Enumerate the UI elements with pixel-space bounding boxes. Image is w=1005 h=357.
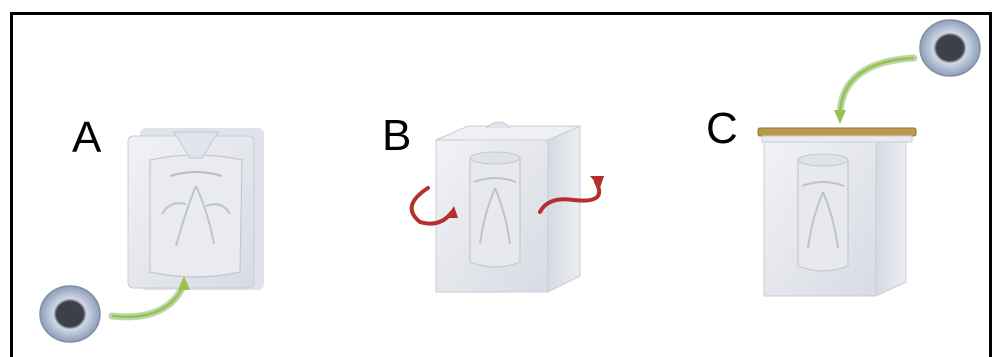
mold-a-cavity [150, 155, 242, 277]
lid-bar [758, 128, 916, 136]
panel-a-illustration [40, 128, 264, 342]
feed-arrowhead-c [834, 110, 846, 124]
mold-c-top-edge [762, 136, 912, 142]
mold-b-cylinder [470, 158, 520, 267]
mold-c-cylinder-top [798, 154, 848, 166]
mold-c-side [876, 132, 906, 296]
mold-b-spout [486, 122, 510, 128]
mold-b-cylinder-top [470, 152, 520, 164]
mold-b-side [548, 126, 580, 292]
tape-spool-a-hole [58, 302, 82, 326]
tape-spool-c-hole [938, 36, 962, 60]
tube-c [840, 58, 914, 114]
panel-b-illustration [412, 122, 604, 292]
panel-c-illustration [758, 20, 980, 296]
mold-c-cylinder [798, 160, 848, 271]
